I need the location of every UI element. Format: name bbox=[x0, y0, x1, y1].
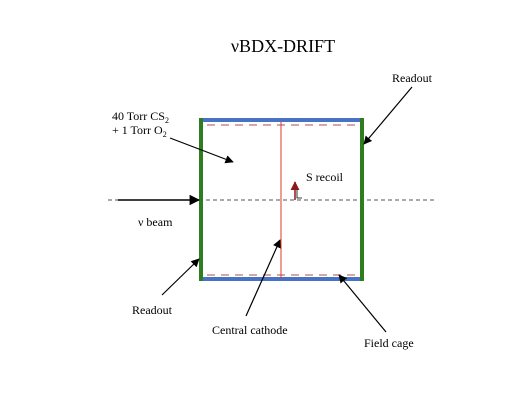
gas-label-line2: + 1 Torr O2 bbox=[112, 123, 167, 139]
gas-arrow bbox=[169, 137, 234, 164]
s-recoil-corner-mark bbox=[296, 190, 302, 199]
readout-right-label: Readout bbox=[392, 71, 433, 85]
readout-right-arrow bbox=[363, 86, 413, 145]
field-cage-arrow bbox=[338, 274, 387, 333]
gas-label-line1: 40 Torr CS2 bbox=[112, 109, 169, 125]
readout-left-label: Readout bbox=[132, 303, 173, 317]
gas-label-cs: 40 Torr CS bbox=[112, 109, 165, 123]
gas-label-cs-subscript: 2 bbox=[165, 116, 169, 125]
central-cathode-arrow bbox=[245, 239, 281, 317]
beam-label: ν beam bbox=[138, 215, 173, 229]
gas-label-o-subscript: 2 bbox=[163, 130, 167, 139]
field-cage-label: Field cage bbox=[364, 336, 414, 350]
s-recoil-label: S recoil bbox=[306, 170, 344, 184]
central-cathode-label: Central cathode bbox=[212, 323, 288, 337]
diagram-title: νBDX-DRIFT bbox=[231, 36, 335, 56]
gas-label-o: + 1 Torr O bbox=[112, 123, 163, 137]
readout-left-arrow bbox=[161, 258, 200, 296]
